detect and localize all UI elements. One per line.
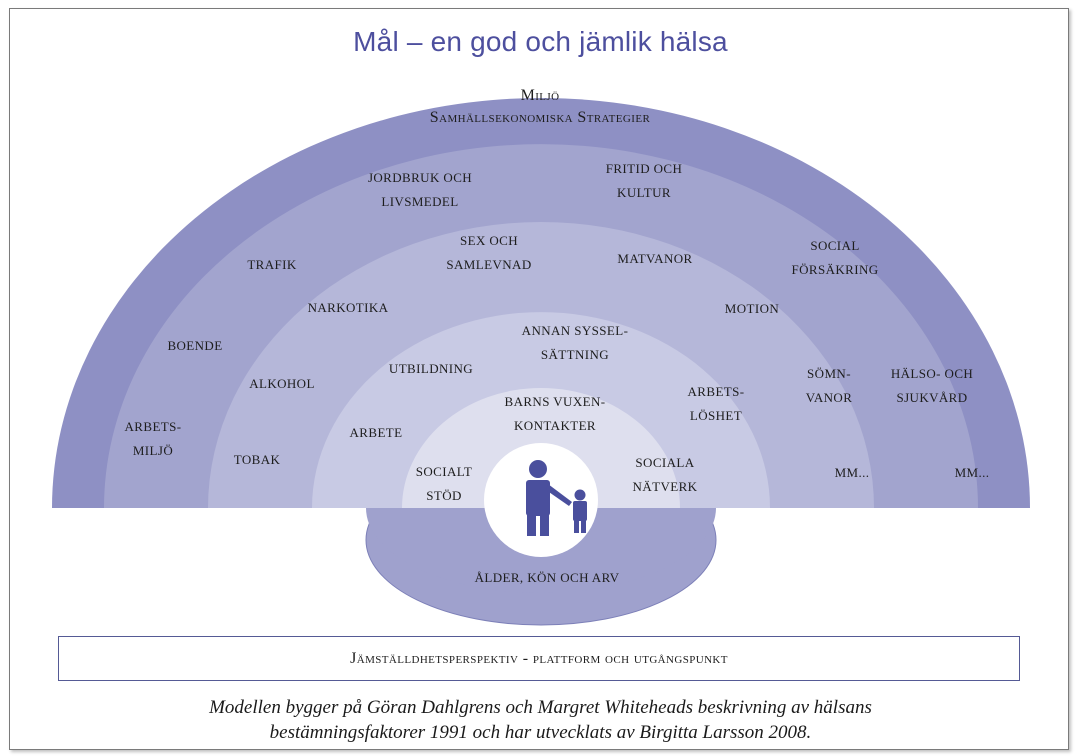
- tobak-label: TOBAK: [233, 452, 281, 467]
- arbetsmiljo-label: ARBETS- MILJÖ: [125, 415, 182, 463]
- narkotika-label: NARKOTIKA: [307, 300, 389, 315]
- caption: Modellen bygger på Göran Dahlgrens och M…: [0, 695, 1081, 745]
- utbildning-label: UTBILDNING: [388, 361, 474, 376]
- sociala-line-2: NÄTVERK: [632, 479, 698, 494]
- jordbruk-line-2: LIVSMEDEL: [381, 194, 459, 209]
- alkohol-label: ALKOHOL: [249, 376, 315, 391]
- miljo-label: Miljö: [520, 87, 560, 104]
- annan-sysselsattning-label: ANNAN SYSSEL- SÄTTNING: [522, 319, 629, 367]
- arbetsmiljo-line-1: ARBETS-: [124, 419, 182, 434]
- halso-line-1: HÄLSO- OCH: [890, 366, 974, 381]
- barns-line-1: BARNS VUXEN-: [504, 394, 606, 409]
- trafik-label: TRAFIK: [247, 257, 297, 272]
- platform-label: Jämställdhetsperspektiv - plattform och …: [350, 649, 728, 667]
- sex-line-1: SEX OCH: [459, 233, 519, 248]
- somnvanor-label: SÖMN- VANOR: [806, 362, 853, 410]
- sociala-line-1: SOCIALA: [635, 455, 695, 470]
- strategier-label: Samhällsekonomiska Strategier: [429, 109, 651, 126]
- adult-and-child-icon: [526, 460, 587, 536]
- jordbruk-line-1: JORDBRUK OCH: [367, 170, 473, 185]
- arbetsloshet-label: ARBETS- LÖSHET: [688, 380, 745, 428]
- annan-line-1: ANNAN SYSSEL-: [521, 323, 629, 338]
- somn-line-2: VANOR: [805, 390, 853, 405]
- fritid-line-2: KULTUR: [617, 185, 671, 200]
- social-line-1: SOCIAL: [810, 238, 860, 253]
- fritid-label: FRITID OCH KULTUR: [606, 157, 683, 205]
- caption-line-1: Modellen bygger på Göran Dahlgrens och M…: [209, 697, 872, 718]
- somn-line-1: SÖMN-: [807, 366, 851, 381]
- arbetsloshet-line-2: LÖSHET: [689, 408, 743, 423]
- outer-ring-label: Miljö Samhällsekonomiska Strategier: [430, 85, 650, 129]
- motion-label: MOTION: [724, 301, 780, 316]
- platform-box: Jämställdhetsperspektiv - plattform och …: [58, 636, 1020, 681]
- arbetsmiljo-line-2: MILJÖ: [132, 443, 174, 458]
- halso-sjukvard-label: HÄLSO- OCH SJUKVÅRD: [891, 362, 973, 410]
- sex-line-2: SAMLEVNAD: [446, 257, 532, 272]
- caption-line-2: bestämningsfaktorer 1991 och har utveckl…: [269, 722, 812, 743]
- fritid-line-1: FRITID OCH: [605, 161, 683, 176]
- social-line-2: FÖRSÄKRING: [791, 262, 879, 277]
- mm-outer-label: MM...: [954, 465, 990, 480]
- halso-line-2: SJUKVÅRD: [896, 390, 968, 405]
- mm-inner-label: MM...: [834, 465, 870, 480]
- socialt-stod-label: SOCIALT STÖD: [416, 460, 473, 508]
- sociala-natverk-label: SOCIALA NÄTVERK: [633, 451, 698, 499]
- page-title: Mål – en god och jämlik hälsa: [353, 26, 728, 57]
- arbete-label: ARBETE: [349, 425, 403, 440]
- sex-samlevnad-label: SEX OCH SAMLEVNAD: [446, 229, 531, 277]
- barns-line-2: KONTAKTER: [514, 418, 596, 433]
- barns-vuxenkontakter-label: BARNS VUXEN- KONTAKTER: [505, 390, 606, 438]
- annan-line-2: SÄTTNING: [540, 347, 610, 362]
- arbetsloshet-line-1: ARBETS-: [687, 384, 745, 399]
- jordbruk-label: JORDBRUK OCH LIVSMEDEL: [368, 166, 472, 214]
- socialt-line-2: STÖD: [426, 488, 462, 503]
- boende-label: BOENDE: [167, 338, 223, 353]
- alder-kon-arv-label: ÅLDER, KÖN OCH ARV: [474, 570, 620, 585]
- socialt-line-1: SOCIALT: [415, 464, 473, 479]
- matvanor-label: MATVANOR: [617, 251, 693, 266]
- social-forsakring-label: SOCIAL FÖRSÄKRING: [791, 234, 878, 282]
